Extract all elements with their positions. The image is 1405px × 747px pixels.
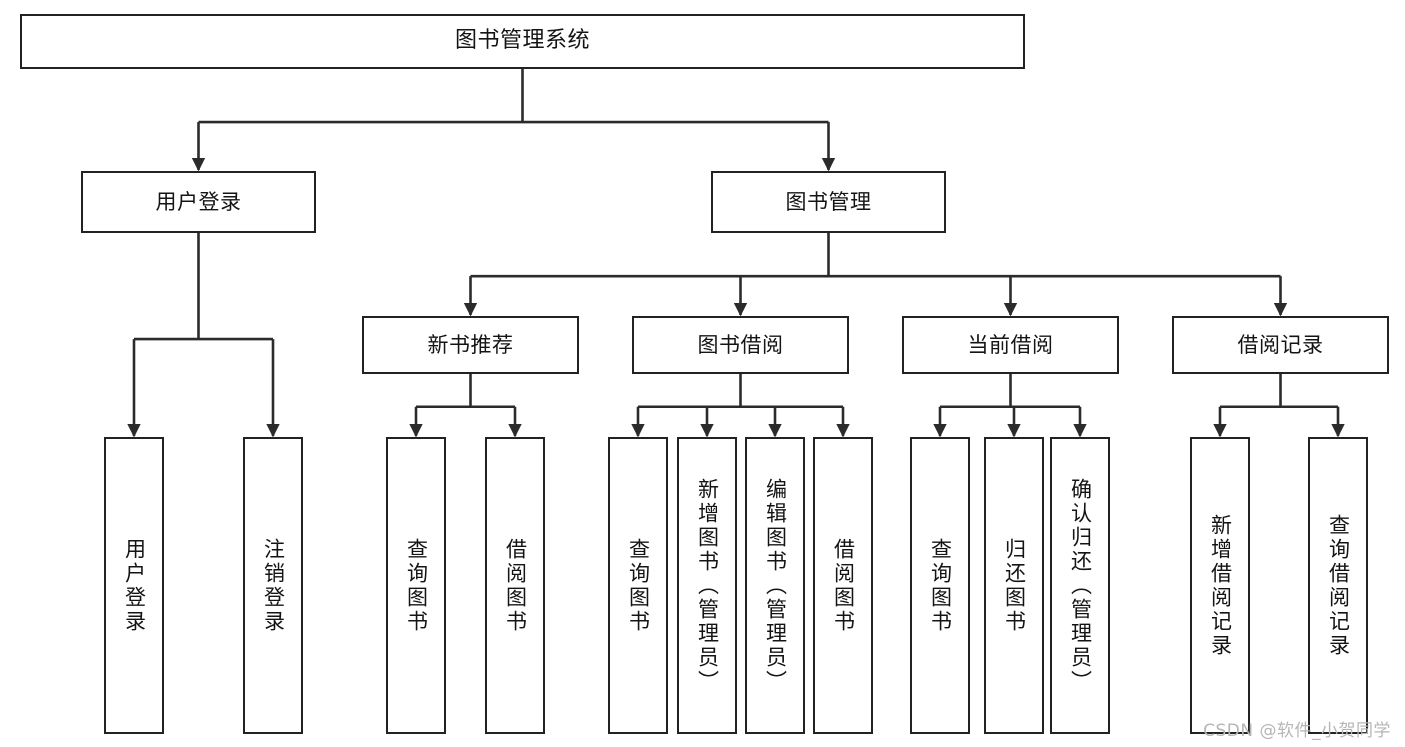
node-leaf-query-book-2[interactable]: 查询图书 bbox=[608, 437, 668, 734]
node-borrow-record[interactable]: 借阅记录 bbox=[1172, 316, 1389, 374]
node-label: 图书借阅 bbox=[697, 332, 784, 357]
node-label: 借阅图书 bbox=[503, 537, 528, 634]
node-leaf-borrow-book-1[interactable]: 借阅图书 bbox=[485, 437, 545, 734]
node-label: 用户登录 bbox=[122, 537, 147, 634]
node-leaf-query-borrow-record[interactable]: 查询借阅记录 bbox=[1308, 437, 1368, 734]
node-label: 注销登录 bbox=[261, 537, 286, 634]
node-label: 新增图书（管理员） bbox=[695, 477, 720, 694]
node-new-book-recommend[interactable]: 新书推荐 bbox=[362, 316, 579, 374]
node-leaf-return-book[interactable]: 归还图书 bbox=[984, 437, 1044, 734]
node-book-borrow[interactable]: 图书借阅 bbox=[632, 316, 849, 374]
node-label: 查询图书 bbox=[928, 537, 953, 634]
node-label: 借阅图书 bbox=[831, 537, 856, 634]
node-label: 用户登录 bbox=[155, 189, 242, 214]
node-user-login[interactable]: 用户登录 bbox=[81, 171, 316, 233]
node-label: 当前借阅 bbox=[967, 332, 1054, 357]
node-leaf-edit-book-admin[interactable]: 编辑图书（管理员） bbox=[745, 437, 805, 734]
node-leaf-user-login[interactable]: 用户登录 bbox=[104, 437, 164, 734]
node-root[interactable]: 图书管理系统 bbox=[20, 14, 1025, 69]
node-leaf-logout-login[interactable]: 注销登录 bbox=[243, 437, 303, 734]
node-label: 归还图书 bbox=[1002, 537, 1027, 634]
node-leaf-add-book-admin[interactable]: 新增图书（管理员） bbox=[677, 437, 737, 734]
node-label: 查询借阅记录 bbox=[1326, 513, 1351, 658]
node-label: 新增借阅记录 bbox=[1208, 513, 1233, 658]
node-label: 编辑图书（管理员） bbox=[763, 477, 788, 694]
node-leaf-borrow-book-2[interactable]: 借阅图书 bbox=[813, 437, 873, 734]
csdn-watermark: CSDN @软件_小贺同学 bbox=[1203, 721, 1391, 741]
node-leaf-query-book-3[interactable]: 查询图书 bbox=[910, 437, 970, 734]
node-current-borrow[interactable]: 当前借阅 bbox=[902, 316, 1119, 374]
node-label: 图书管理 bbox=[785, 189, 872, 214]
node-label: 图书管理系统 bbox=[454, 28, 590, 54]
node-leaf-add-borrow-record[interactable]: 新增借阅记录 bbox=[1190, 437, 1250, 734]
node-label: 借阅记录 bbox=[1237, 332, 1324, 357]
node-label: 确认归还（管理员） bbox=[1068, 477, 1093, 694]
node-label: 查询图书 bbox=[404, 537, 429, 634]
node-label: 查询图书 bbox=[626, 537, 651, 634]
node-label: 新书推荐 bbox=[427, 332, 514, 357]
node-book-manage[interactable]: 图书管理 bbox=[711, 171, 946, 233]
node-leaf-query-book-1[interactable]: 查询图书 bbox=[386, 437, 446, 734]
node-leaf-confirm-return-admin[interactable]: 确认归还（管理员） bbox=[1050, 437, 1110, 734]
